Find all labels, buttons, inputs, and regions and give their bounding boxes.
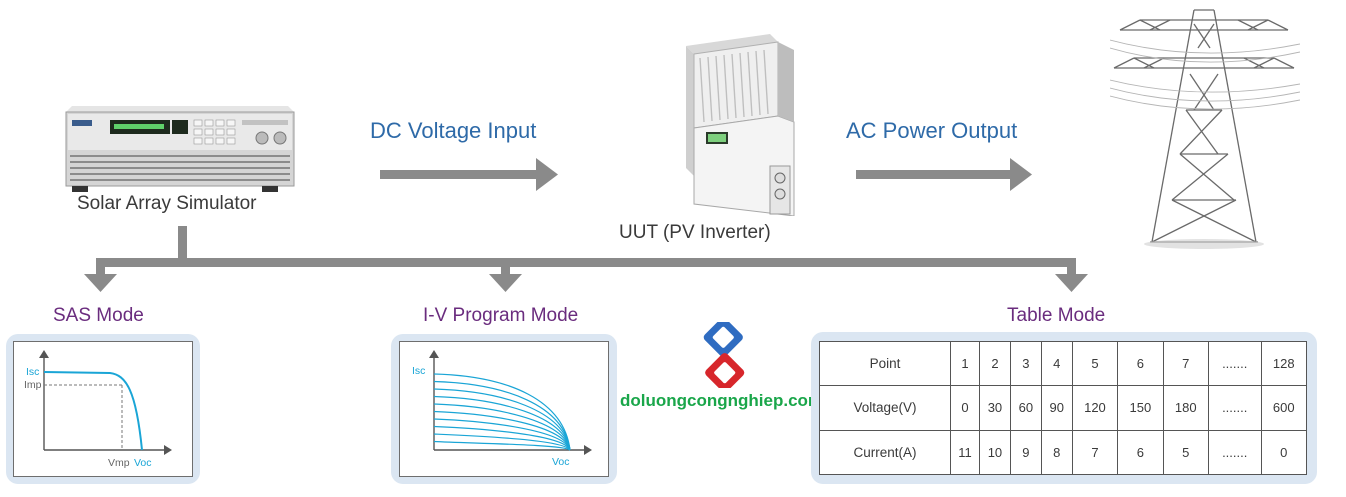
- sas-mode-chart-frame: [13, 341, 193, 477]
- table-cell: 30: [978, 385, 1011, 431]
- sas-imp-label: Imp: [24, 379, 42, 391]
- sas-vmp-label: Vmp: [108, 457, 130, 469]
- table-cell: 4: [1040, 340, 1073, 387]
- table-cell: .......: [1207, 385, 1262, 431]
- drop-iv: [501, 258, 510, 276]
- table-row-label: Voltage(V): [819, 385, 951, 431]
- drop-table: [1067, 258, 1076, 276]
- watermark-text: doluongcongnghiep.com: [620, 391, 824, 410]
- table-cell: 128: [1260, 340, 1307, 387]
- bus-line: [96, 258, 1076, 267]
- drop-iv-head: [489, 274, 522, 292]
- ac-arrow-shaft: [856, 170, 1012, 179]
- iv-curve: [433, 418, 571, 451]
- table-row-label: Point: [819, 340, 951, 387]
- sas-iv-curve-chart: Isc Imp Vmp Voc: [24, 350, 172, 469]
- iv-curve: [433, 410, 571, 451]
- simulator-label: Solar Array Simulator: [77, 193, 257, 214]
- table-cell: 6: [1117, 340, 1164, 387]
- table-cell: 9: [1009, 429, 1042, 476]
- watermark-logo-icon: [703, 322, 745, 388]
- table-cell: 5: [1071, 340, 1119, 387]
- table-cell: 8: [1040, 429, 1073, 476]
- iv-curve-family: [433, 373, 571, 451]
- inverter-label: UUT (PV Inverter): [619, 222, 771, 243]
- trunk-line: [178, 226, 187, 264]
- table-cell: 180: [1162, 385, 1209, 431]
- table-cell: 150: [1117, 385, 1164, 431]
- pv-inverter-image: [686, 34, 795, 216]
- table-cell: 600: [1260, 385, 1307, 431]
- dc-arrow-head: [536, 158, 558, 191]
- table-cell: .......: [1207, 340, 1262, 387]
- table-cell: 7: [1071, 429, 1119, 476]
- table-cell: .......: [1207, 429, 1262, 476]
- table-mode-title: Table Mode: [1007, 305, 1106, 326]
- drop-sas-head: [84, 274, 117, 292]
- iv-isc-label: Isc: [412, 365, 425, 377]
- ac-arrow-head: [1010, 158, 1032, 191]
- table-cell: 11: [950, 429, 980, 476]
- drop-sas: [96, 258, 105, 276]
- iv-program-chart: Isc Voc: [412, 350, 592, 468]
- table-cell: 7: [1162, 340, 1209, 387]
- table-cell: 90: [1040, 385, 1073, 431]
- table-cell: 3: [1009, 340, 1042, 387]
- table-cell: 0: [950, 385, 980, 431]
- table-cell: 6: [1117, 429, 1164, 476]
- drop-table-head: [1055, 274, 1088, 292]
- iv-curve: [433, 433, 571, 451]
- iv-curve: [433, 380, 571, 451]
- iv-curve: [433, 425, 571, 451]
- table-cell: 5: [1162, 429, 1209, 476]
- sas-mode-title: SAS Mode: [53, 305, 144, 326]
- table-cell: 120: [1071, 385, 1119, 431]
- table-cell: 60: [1009, 385, 1042, 431]
- iv-program-mode-title: I-V Program Mode: [423, 305, 579, 326]
- table-cell: 10: [978, 429, 1011, 476]
- solar-array-simulator-image: [65, 106, 295, 192]
- sas-isc-label: Isc: [26, 366, 39, 378]
- iv-curve: [433, 388, 571, 451]
- iv-voc-label: Voc: [552, 456, 570, 468]
- table-cell: 0: [1260, 429, 1307, 476]
- sas-iv-curve: [43, 371, 143, 451]
- table-cell: 2: [978, 340, 1011, 387]
- power-tower-image: [1110, 9, 1300, 249]
- table-cell: 1: [950, 340, 980, 387]
- iv-curve: [433, 395, 571, 451]
- table-row-label: Current(A): [819, 429, 951, 476]
- iv-curve: [433, 403, 571, 451]
- dc-voltage-input-label: DC Voltage Input: [370, 118, 537, 143]
- ac-power-output-label: AC Power Output: [846, 118, 1018, 143]
- dc-arrow-shaft: [380, 170, 538, 179]
- iv-curve: [433, 440, 571, 451]
- sas-voc-label: Voc: [134, 457, 152, 469]
